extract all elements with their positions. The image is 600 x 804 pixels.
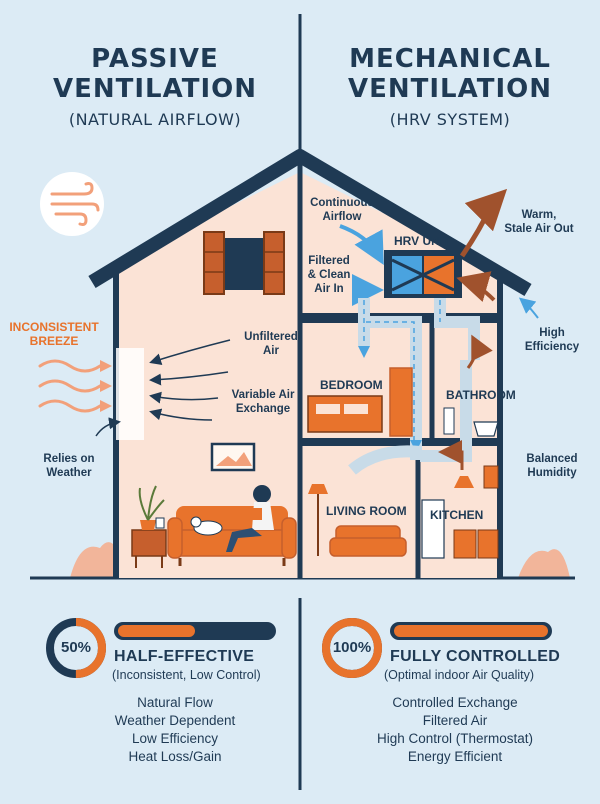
window-left [222, 238, 264, 290]
high-text-2: Efficiency [524, 341, 580, 353]
passive-features: Natural Flow Weather Dependent Low Effic… [60, 694, 290, 766]
high-efficiency-label: High Efficiency [520, 326, 584, 354]
mechanical-subtitle: (HRV SYSTEM) [389, 110, 511, 129]
toilet [473, 421, 499, 437]
living-room-label: LIVING ROOM [326, 504, 407, 518]
passive-title-line1: PASSIVE [91, 44, 219, 74]
warm-text-1: Warm, [521, 209, 557, 221]
continuous-airflow-label: Continuous Airflow [306, 196, 378, 224]
unfiltered-air-label: Unfiltered Air [236, 330, 306, 358]
bush-left [70, 542, 122, 578]
filtered-text-2: & Clean [307, 269, 351, 281]
cat [193, 520, 223, 536]
bathroom-label: BATHROOM [446, 388, 516, 402]
relies-text-1: Relies on [43, 453, 95, 465]
mechanical-feature-4: Energy Efficient [407, 749, 503, 764]
kitchen-label: KITCHEN [430, 508, 484, 522]
continuous-text-1: Continuous [310, 197, 374, 209]
side-table [131, 529, 167, 557]
high-text-1: High [539, 327, 565, 339]
inconsistent-text: INCONSISTENT [9, 320, 99, 334]
exhaust-arrow [459, 188, 508, 258]
unfiltered-air-arrows [149, 339, 231, 421]
mechanical-features: Controlled Exchange Filtered Air High Co… [340, 694, 570, 766]
unfiltered-text-1: Unfiltered [244, 331, 298, 343]
balanced-text-2: Humidity [527, 467, 577, 479]
efficiency-arrow [518, 297, 539, 319]
relies-arrow [95, 417, 121, 437]
filtered-air-label: Filtered & Clean Air In [304, 254, 354, 296]
range-hood [454, 476, 474, 488]
mechanical-feature-3: High Control (Thermostat) [376, 731, 534, 746]
mechanical-title: MECHANICAL VENTILATION (HRV SYSTEM) [310, 44, 590, 129]
breeze-text: BREEZE [29, 334, 79, 348]
cabinet [477, 529, 499, 559]
bath-exhaust-arrow [466, 334, 493, 369]
roof [88, 149, 532, 297]
person-legs [226, 528, 262, 552]
variable-text-1: Variable Air [231, 389, 295, 401]
balanced-humidity-label: Balanced Humidity [520, 452, 584, 480]
plant [138, 485, 165, 521]
passive-feature-3: Low Efficiency [131, 731, 219, 746]
relies-on-weather-label: Relies on Weather [38, 452, 100, 480]
passive-detail: (Inconsistent, Low Control) [112, 668, 261, 682]
mechanical-percent: 100% [332, 639, 372, 656]
filtered-text-1: Filtered [308, 255, 350, 267]
fridge [421, 499, 445, 559]
shutter-right [263, 231, 285, 295]
passive-subtitle: (NATURAL AIRFLOW) [68, 110, 242, 129]
mechanical-feature-1: Controlled Exchange [392, 695, 518, 710]
breeze-waves [38, 359, 102, 413]
plant-pot [140, 520, 156, 530]
inconsistent-breeze-label: INCONSISTENT BREEZE [8, 320, 100, 348]
warm-stale-air-label: Warm, Stale Air Out [496, 208, 582, 236]
passive-title: PASSIVE VENTILATION (NATURAL AIRFLOW) [20, 44, 290, 129]
kitchen-exhaust-arrow [438, 440, 464, 470]
bedroom-door [389, 367, 413, 437]
continuous-text-2: Airflow [322, 211, 362, 223]
stove [453, 529, 477, 559]
passive-percent: 50% [60, 639, 92, 656]
bush-right [518, 549, 570, 578]
variable-text-2: Exchange [235, 403, 291, 415]
sink [443, 407, 455, 435]
shutter-left [203, 231, 225, 295]
wall-picture [210, 442, 256, 472]
intake-arrow [339, 224, 384, 266]
wind-icon [50, 182, 100, 226]
upper-cabinet [483, 465, 499, 489]
unfiltered-text-2: Air [263, 345, 279, 357]
duct-living [348, 445, 421, 475]
mechanical-status: FULLY CONTROLLED [390, 648, 561, 665]
mechanical-detail: (Optimal indoor Air Quality) [384, 668, 535, 682]
variable-air-label: Variable Air Exchange [222, 388, 304, 416]
relies-text-2: Weather [46, 467, 92, 479]
book [246, 508, 262, 520]
balanced-text-1: Balanced [526, 453, 578, 465]
passive-feature-4: Heat Loss/Gain [128, 749, 222, 764]
mechanical-title-line2: VENTILATION [348, 74, 552, 104]
passive-feature-2: Weather Dependent [114, 713, 236, 728]
person-head [253, 485, 271, 503]
warm-text-2: Stale Air Out [504, 223, 574, 235]
hrv-unit-label: HRV UNIT [394, 234, 451, 248]
mechanical-feature-2: Filtered Air [422, 713, 488, 728]
filtered-text-3: Air In [314, 283, 344, 295]
mechanical-title-line1: MECHANICAL [349, 44, 551, 74]
bedroom-label: BEDROOM [320, 378, 383, 392]
wall-opening [116, 348, 144, 440]
passive-title-line2: VENTILATION [53, 74, 257, 104]
passive-feature-1: Natural Flow [137, 695, 213, 710]
passive-status: HALF-EFFECTIVE [114, 648, 255, 665]
return-arrow [456, 271, 496, 302]
